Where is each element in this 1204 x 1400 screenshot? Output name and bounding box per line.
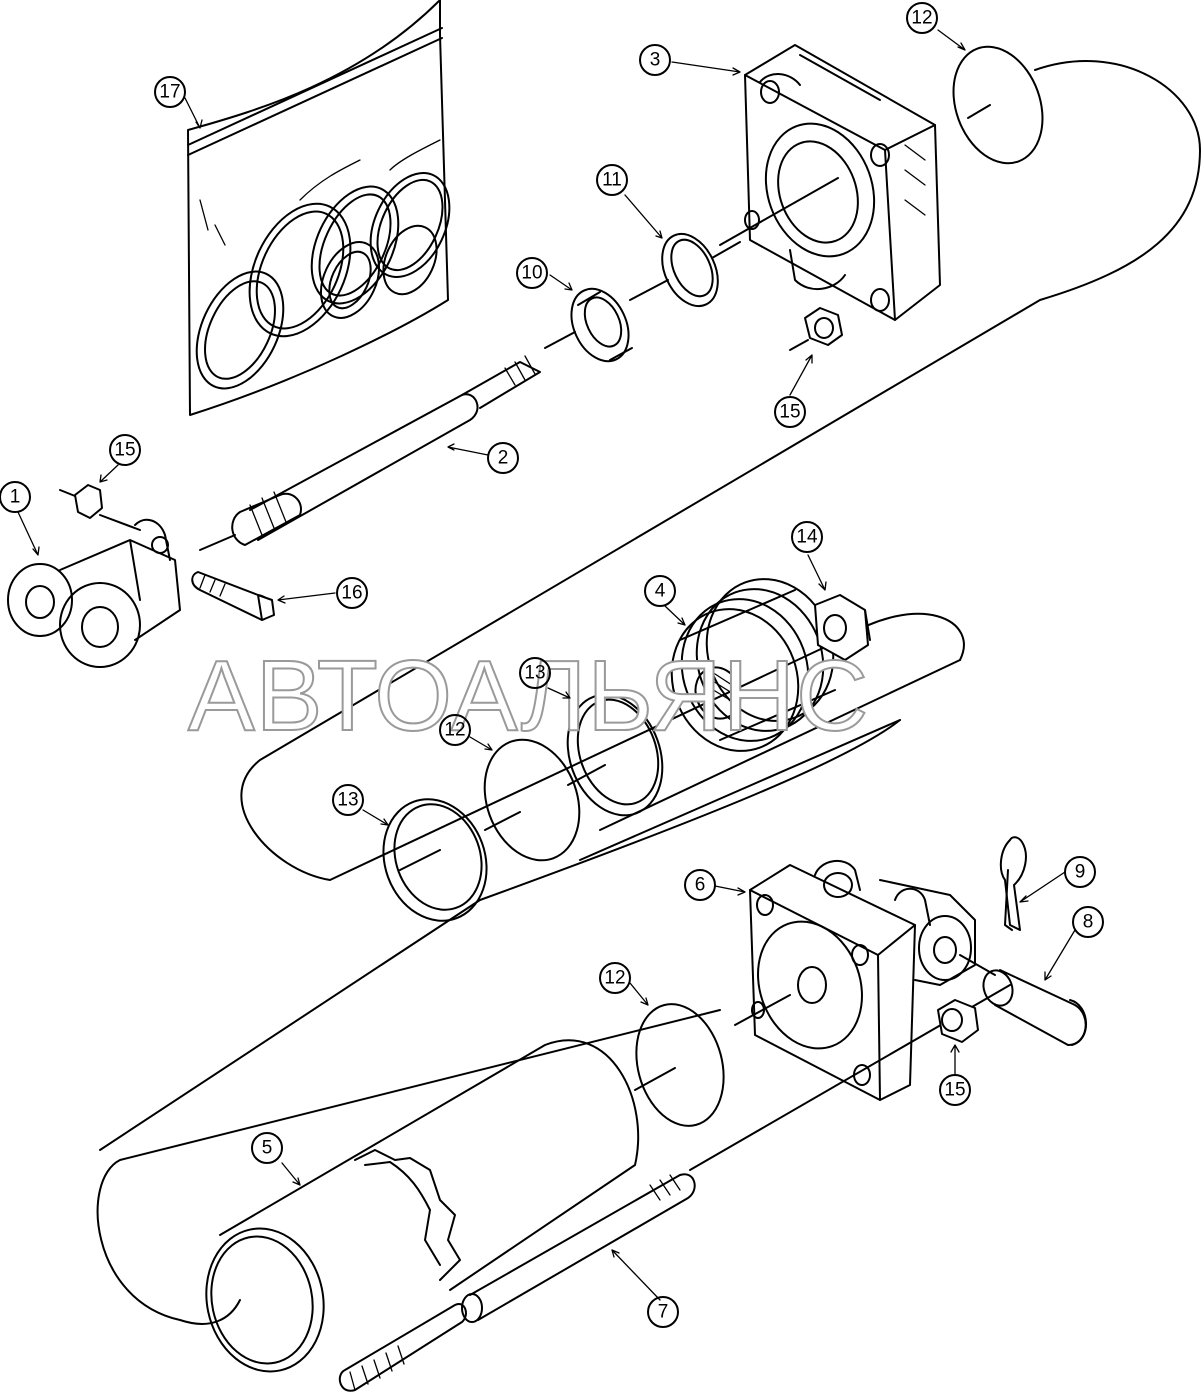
svg-text:16: 16 xyxy=(341,583,362,604)
assembly-envelope-lower xyxy=(96,1009,721,1325)
svg-text:12: 12 xyxy=(604,968,625,989)
callouts: 17 3 12 11 10 15 2 15 1 16 14 4 13 12 13… xyxy=(0,2,1104,1328)
callout-15-upper: 15 xyxy=(774,396,806,428)
clevis xyxy=(7,518,181,668)
svg-text:2: 2 xyxy=(498,448,509,469)
svg-text:15: 15 xyxy=(114,440,135,461)
callout-15-lower: 15 xyxy=(939,1074,971,1106)
axis-line-o-ring-lower xyxy=(634,1067,676,1091)
svg-text:9: 9 xyxy=(1075,862,1086,883)
svg-text:13: 13 xyxy=(337,790,358,811)
callout-13-lower: 13 xyxy=(332,784,364,816)
clevis-pin xyxy=(982,969,1087,1046)
svg-text:3: 3 xyxy=(650,50,661,71)
seal-13-upper-inner xyxy=(576,698,660,806)
callout-12-top: 12 xyxy=(906,2,938,34)
cylinder-tube xyxy=(205,1039,640,1373)
o-ring-12-lower xyxy=(635,1003,725,1127)
svg-text:8: 8 xyxy=(1083,912,1094,933)
callout-13-upper: 13 xyxy=(519,657,551,689)
svg-text:10: 10 xyxy=(521,263,542,284)
nut-upper xyxy=(789,307,843,351)
bolt xyxy=(191,571,275,621)
callout-4: 4 xyxy=(644,575,676,607)
svg-text:17: 17 xyxy=(159,82,180,103)
callout-5: 5 xyxy=(251,1132,283,1164)
o-ring-12-middle xyxy=(483,738,581,862)
callout-16: 16 xyxy=(336,577,368,609)
callout-14: 14 xyxy=(791,521,823,553)
svg-text:5: 5 xyxy=(262,1138,273,1159)
wiper-seal xyxy=(570,287,633,363)
svg-text:4: 4 xyxy=(655,581,666,602)
piston-nut xyxy=(814,594,871,661)
assembly-envelope xyxy=(240,60,1201,881)
rod-seal xyxy=(661,232,719,308)
svg-text:6: 6 xyxy=(695,875,706,896)
svg-text:11: 11 xyxy=(602,170,622,191)
callout-15-left: 15 xyxy=(109,434,141,466)
seal-kit-bag xyxy=(187,0,451,416)
tie-rod xyxy=(338,1173,696,1392)
assembly-envelope-upper-link xyxy=(579,659,961,861)
piston-rod xyxy=(199,355,541,551)
axis-line-piston xyxy=(399,764,606,871)
nut-lower xyxy=(937,999,979,1043)
rod-end-cap xyxy=(744,44,941,321)
callout-11: 11 xyxy=(596,164,628,196)
base-end-cap xyxy=(749,860,976,1101)
callout-7: 7 xyxy=(647,1296,679,1328)
seal-13-lower-inner xyxy=(393,803,483,911)
axis-line-seals xyxy=(544,241,741,349)
callout-2: 2 xyxy=(487,442,519,474)
svg-text:7: 7 xyxy=(658,1302,669,1323)
watermark: АВТОАЛЬЯНС xyxy=(188,640,869,752)
callout-6: 6 xyxy=(684,869,716,901)
r-clip xyxy=(999,836,1027,931)
svg-text:12: 12 xyxy=(444,720,465,741)
svg-text:15: 15 xyxy=(944,1080,965,1101)
callout-1: 1 xyxy=(0,481,31,513)
callout-leaders xyxy=(17,29,1076,1301)
svg-text:15: 15 xyxy=(779,402,800,423)
callout-17: 17 xyxy=(154,76,186,108)
svg-text:12: 12 xyxy=(911,8,932,29)
envelope-line-mid xyxy=(99,719,901,1151)
callout-12-lower: 12 xyxy=(599,962,631,994)
svg-text:13: 13 xyxy=(524,663,545,684)
svg-text:14: 14 xyxy=(796,527,818,548)
seal-13-lower xyxy=(382,798,488,922)
callout-10: 10 xyxy=(516,257,548,289)
svg-text:1: 1 xyxy=(10,487,21,508)
axis-line-cap xyxy=(719,104,991,246)
seal-13-upper xyxy=(566,693,664,817)
callout-9: 9 xyxy=(1064,856,1096,888)
nut-left xyxy=(59,484,141,531)
callout-3: 3 xyxy=(639,44,671,76)
callout-8: 8 xyxy=(1072,906,1104,938)
callout-12-middle: 12 xyxy=(439,714,471,746)
o-ring-top xyxy=(952,45,1044,165)
